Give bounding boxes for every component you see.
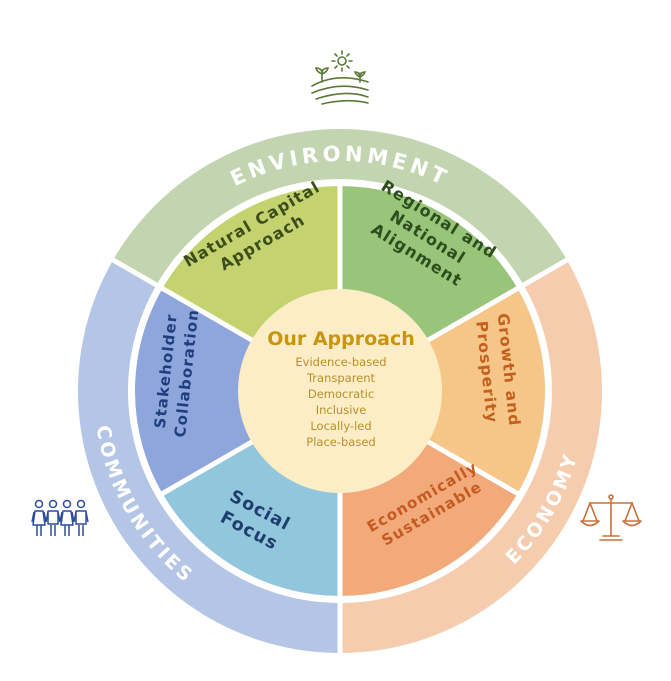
farmland-sun-icon	[311, 50, 369, 105]
center-item: Locally-led	[310, 419, 371, 433]
segment-regional-national	[340, 186, 518, 341]
center-item: Place-based	[306, 435, 375, 449]
inner-segments	[135, 181, 545, 601]
segment-natural-capital	[162, 186, 340, 341]
center-item: Transparent	[306, 371, 376, 385]
center-item: Democratic	[308, 387, 374, 401]
center-item: Inclusive	[316, 403, 367, 417]
center-circle: Our Approach Evidence-basedTransparentDe…	[238, 289, 442, 493]
outer-ring-environment	[114, 129, 566, 284]
outer-ring-divider	[516, 254, 574, 291]
outer-ring-communities	[77, 261, 339, 653]
center-principles-list: Evidence-basedTransparentDemocraticInclu…	[295, 355, 386, 449]
outer-ring-economy	[341, 261, 603, 653]
segment-social-focus	[162, 441, 340, 596]
outer-ring-divider	[106, 254, 164, 291]
people-group-icon	[31, 499, 89, 536]
segment-stakeholder-collaboration	[135, 288, 254, 494]
center-item: Evidence-based	[295, 355, 386, 369]
segment-divider	[421, 436, 524, 499]
center-disc	[238, 289, 442, 493]
balance-scale-icon	[580, 494, 642, 541]
segment-economically-sustainable	[340, 441, 518, 596]
segment-growth-prosperity	[426, 288, 545, 494]
segment-divider	[421, 283, 524, 346]
segment-divider	[156, 436, 259, 499]
center-title: Our Approach	[267, 328, 415, 350]
segment-divider	[156, 283, 259, 346]
